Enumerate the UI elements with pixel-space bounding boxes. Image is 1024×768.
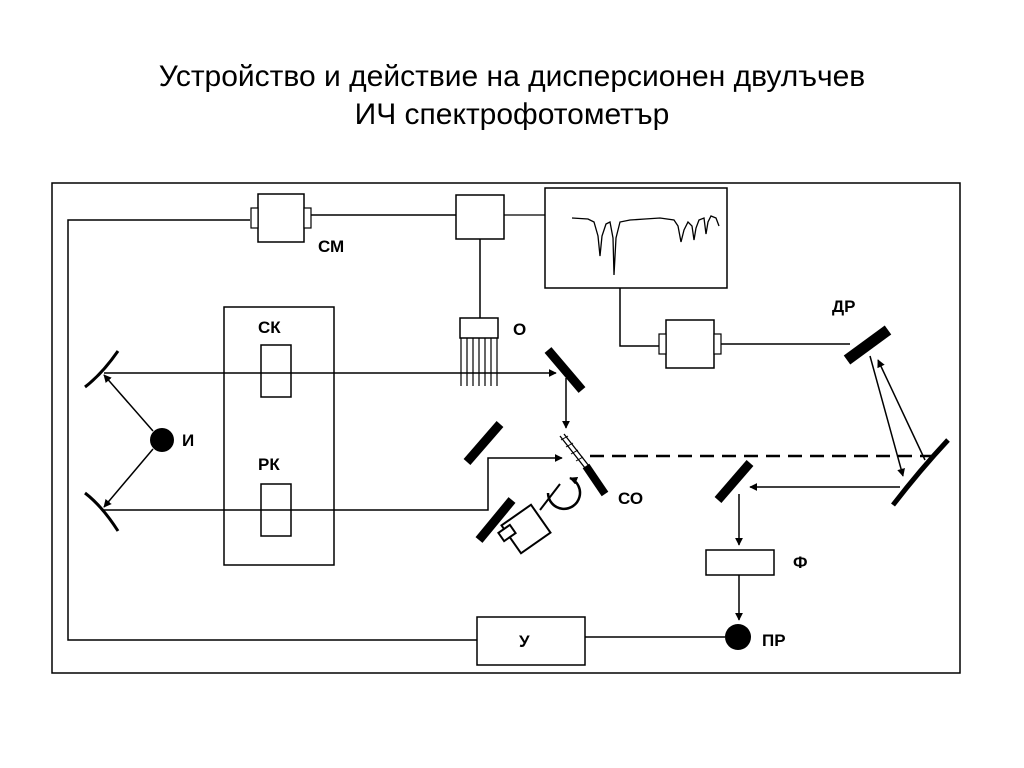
amplifier [476, 616, 586, 666]
chopper-motor [497, 483, 561, 555]
attenuator-drive-box [455, 194, 505, 240]
label-amplifier: У [519, 632, 530, 651]
feedback-wire [67, 219, 477, 641]
reference-upper-mirror [463, 421, 504, 465]
label-attenuator: О [513, 320, 526, 339]
label-detector: ПР [762, 631, 786, 650]
left-upper-mirror [84, 350, 120, 389]
grating-motor [658, 319, 722, 369]
right-concave-mirror [891, 438, 950, 507]
ray-source-to-upper-mirror [103, 374, 154, 432]
reference-lower-mirror [475, 497, 516, 543]
label-filter: Ф [793, 553, 808, 572]
label-grating: ДР [832, 297, 855, 316]
left-lower-mirror [84, 491, 120, 532]
rotation-arrow [546, 476, 582, 511]
label-source: И [182, 431, 194, 450]
reference-beam [104, 454, 563, 511]
servomotor [250, 193, 312, 243]
label-reference-cell: РК [258, 455, 280, 474]
sample-cell [260, 344, 292, 398]
cell-compartment [223, 306, 335, 566]
diagram-frame [51, 182, 961, 674]
ray-source-to-lower-mirror [103, 448, 154, 508]
slide-title-line-2: ИЧ спектрофотометър [354, 98, 670, 131]
exit-flat-mirror [714, 460, 754, 503]
sample-flat-mirror [544, 347, 586, 393]
ray-grating-to-mirror-1 [869, 355, 905, 477]
filter [705, 549, 775, 576]
light-source [150, 428, 174, 452]
label-sector-mirror: СО [618, 489, 643, 508]
slide-title-line-1: Устройство и действие на дисперсионен дв… [158, 60, 866, 93]
recorder-to-motor-wire [619, 288, 660, 347]
detector [725, 624, 751, 650]
spectrum-trace [571, 215, 720, 276]
ray-mirror-to-grating [877, 359, 926, 461]
label-sample-cell: СК [258, 318, 281, 337]
label-servomotor: СМ [318, 237, 344, 256]
rotating-sector-mirror [559, 433, 609, 497]
optical-attenuator [459, 317, 499, 386]
slide-title: Устройство и действие на дисперсионен дв… [0, 58, 1024, 134]
recorder-panel [544, 187, 728, 289]
diffraction-grating [843, 325, 892, 365]
